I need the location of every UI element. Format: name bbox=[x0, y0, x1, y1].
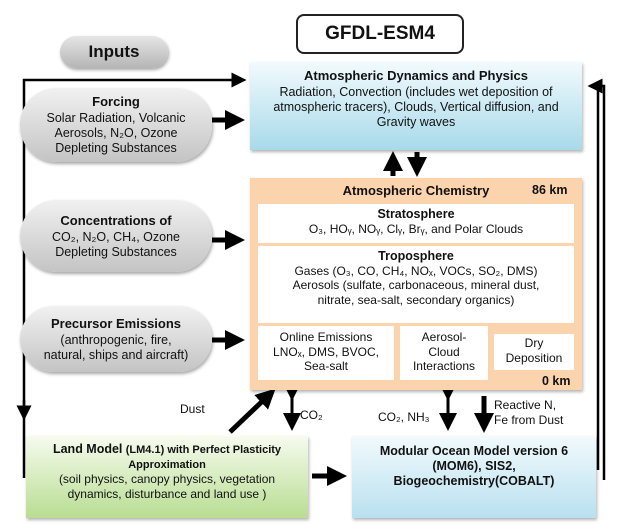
dust-label: Dust bbox=[180, 402, 205, 416]
land-heading-detail-2: Approximation bbox=[128, 458, 206, 471]
ocean-model-box: Modular Ocean Model version 6 (MOM6), SI… bbox=[352, 436, 596, 518]
stratosphere-heading: Stratosphere bbox=[377, 207, 455, 221]
atm-dyn-line-2: atmospheric tracers), Clouds, Vertical d… bbox=[273, 100, 559, 114]
reactive-n-label: Reactive N, bbox=[494, 398, 557, 412]
troposphere-line-1: Gases (O₃, CO, CH₄, NOₓ, VOCs, SO₂, DMS) bbox=[294, 263, 538, 278]
dust-arrow bbox=[228, 388, 276, 434]
stratosphere-box: Stratosphere O₃, HOᵧ, NOᵧ, Clᵧ, Brᵧ, and… bbox=[258, 204, 574, 243]
dry-deposition-line-1: Dry bbox=[524, 336, 544, 350]
atm-dyn-line-3: Gravity waves bbox=[376, 115, 456, 129]
troposphere-line-3: nitrate, sea-salt, secondary organics) bbox=[317, 292, 515, 307]
stratosphere-line: O₃, HOᵧ, NOᵧ, Clᵧ, Brᵧ, and Polar Clouds bbox=[308, 221, 524, 236]
dry-deposition-line-2: Deposition bbox=[505, 350, 563, 365]
diagram-title: GFDL-ESM4 bbox=[296, 14, 464, 54]
aerosol-cloud-line-2: Cloud bbox=[428, 344, 460, 359]
online-emissions-line-3: Sea-salt bbox=[303, 359, 349, 373]
atmospheric-chemistry-box: Atmospheric Chemistry 86 km Stratosphere… bbox=[250, 178, 582, 390]
precursor-box: Precursor Emissions (anthropogenic, fire… bbox=[20, 306, 212, 372]
concentrations-line-2: Depleting Substances bbox=[55, 244, 177, 259]
inputs-label: Inputs bbox=[60, 36, 168, 68]
top-km-label: 86 km bbox=[532, 183, 568, 197]
ocean-right-arrow bbox=[587, 78, 606, 480]
ocean-line-1: Modular Ocean Model version 6 bbox=[379, 444, 569, 458]
aerosol-cloud-box: Aerosol- Cloud Interactions bbox=[400, 326, 488, 380]
forcing-line-3: Depleting Substances bbox=[55, 141, 177, 155]
atm-dyn-heading: Atmospheric Dynamics and Physics bbox=[304, 68, 528, 83]
land-line-2: dynamics, disturbance and land use ) bbox=[67, 486, 267, 501]
land-line-1: (soil physics, canopy physics, vegetatio… bbox=[58, 472, 276, 486]
land-heading-detail: (LM4.1) with Perfect Plasticity bbox=[125, 444, 282, 456]
online-emissions-line-2: LNOₓ, DMS, BVOC, bbox=[273, 344, 379, 359]
ocean-line-3: Biogeochemistry(COBALT) bbox=[393, 474, 555, 488]
forcing-heading: Forcing bbox=[92, 94, 140, 109]
atm-dyn-line-1: Radiation, Convection (includes wet depo… bbox=[279, 85, 553, 99]
forcing-line-2: Aerosols, N₂O, Ozone bbox=[54, 126, 178, 140]
dry-deposition-box: Dry Deposition bbox=[494, 334, 574, 370]
precursor-line-2: natural, ships and aircraft) bbox=[43, 347, 189, 362]
ocean-line-2: (MOM6), SIS2, bbox=[432, 459, 516, 473]
bottom-km-label: 0 km bbox=[542, 374, 571, 388]
troposphere-heading: Troposphere bbox=[378, 249, 454, 263]
concentrations-heading: Concentrations of bbox=[60, 212, 172, 228]
forcing-line-1: Solar Radiation, Volcanic bbox=[46, 111, 186, 125]
online-emissions-line-1: Online Emissions bbox=[279, 330, 373, 344]
online-emissions-box: Online Emissions LNOₓ, DMS, BVOC, Sea-sa… bbox=[258, 326, 394, 380]
co2-nh3-label: CO₂, NH₃ bbox=[378, 410, 430, 424]
concentrations-box: Concentrations of CO₂, N₂O, CH₄, Ozone D… bbox=[20, 200, 212, 272]
troposphere-line-2: Aerosols (sulfate, carbonaceous, mineral… bbox=[292, 278, 540, 292]
concentrations-line-1: CO₂, N₂O, CH₄, Ozone bbox=[51, 229, 181, 244]
forcing-box: Forcing Solar Radiation, Volcanic Aeroso… bbox=[20, 88, 212, 162]
precursor-line-1: (anthropogenic, fire, bbox=[60, 332, 172, 347]
troposphere-box: Troposphere Gases (O₃, CO, CH₄, NOₓ, VOC… bbox=[258, 246, 574, 323]
atm-chem-heading: Atmospheric Chemistry bbox=[342, 183, 490, 198]
aerosol-cloud-line-3: Interactions bbox=[412, 359, 476, 373]
precursor-heading: Precursor Emissions bbox=[50, 315, 182, 331]
co2-label: CO₂ bbox=[300, 408, 323, 422]
atmospheric-dynamics-box: Atmospheric Dynamics and Physics Radiati… bbox=[250, 62, 582, 150]
land-heading: Land Model bbox=[52, 442, 123, 456]
fe-dust-label: Fe from Dust bbox=[494, 413, 564, 427]
land-model-box: Land Model (LM4.1) with Perfect Plastici… bbox=[26, 436, 308, 518]
aerosol-cloud-line-1: Aerosol- bbox=[421, 330, 467, 344]
